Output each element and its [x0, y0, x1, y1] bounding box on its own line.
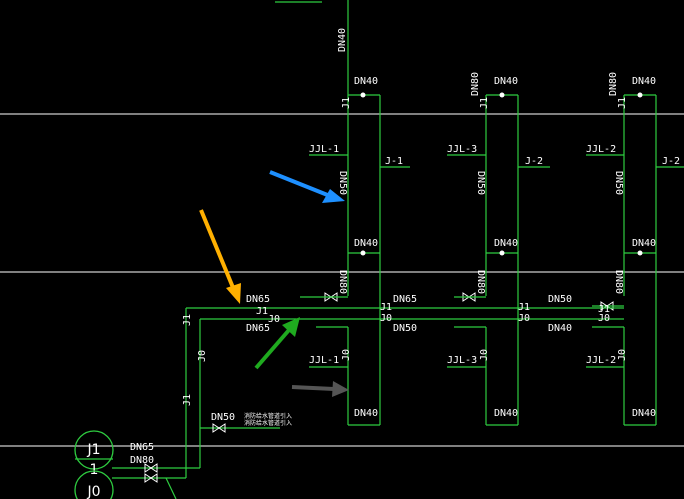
dn80-b2-vertical-label: DN80 [475, 270, 486, 294]
j1-b-vertical-label: J1 [479, 97, 490, 109]
feed-valve-upper-icon-b [150, 463, 158, 473]
jjl2-low-label: JJL-2 [586, 355, 616, 366]
riser-column-c: DN80 DN40 J1 JJL-2 J-2 DN50 DN40 DN80 J0… [586, 72, 684, 426]
horizontal-mains: DN65 J1 J0 DN65 J1 J0 DN65 DN50 J1 J0 DN… [186, 294, 625, 340]
gray-arrow-shaft [291, 385, 335, 391]
j0-main-label: J0 [268, 314, 280, 325]
feed-valve-lower-icon [144, 473, 152, 483]
j1-c-vertical-label: J1 [617, 97, 628, 109]
bubble-j1 [74, 430, 114, 470]
riser-column-b: DN80 DN40 J1 JJL-3 J-2 DN50 DN40 DN80 J0… [447, 72, 550, 426]
riser-a-mid-valve-icon [360, 250, 366, 256]
feed-valve-upper-icon [144, 463, 152, 473]
dn40-right-label: DN40 [548, 323, 572, 334]
top-stub: DN40 [275, 0, 349, 95]
bubble-j0 [74, 470, 114, 499]
valve-bottom-icon [212, 423, 220, 433]
green-arrow-head [282, 317, 300, 337]
dn50-c-vertical-label: DN50 [613, 171, 624, 195]
dn40-c-label: DN40 [632, 76, 656, 87]
jjl1-low-label: JJL-1 [309, 355, 339, 366]
riser-b-mid-valve-icon [499, 250, 505, 256]
j1-left-vertical-label-2: J1 [182, 394, 193, 406]
j0-b-vertical-label: J0 [479, 349, 490, 361]
bubble-j1-label: J1 [86, 442, 100, 458]
orange-arrow-shaft [199, 209, 236, 291]
note-line-1: 消防给水管道引入 [244, 412, 292, 420]
j1-right-label: J1 [518, 302, 530, 313]
riser-b-top-valve-icon [499, 92, 505, 98]
blue-arrow-head [322, 189, 345, 203]
dn50-a-vertical-label: DN50 [337, 171, 348, 195]
jjl3-low-label: JJL-3 [447, 355, 477, 366]
dn80-b-vertical-label: DN80 [470, 72, 481, 96]
riser-column-a: DN40 J1 JJL-1 J-1 DN50 DN40 DN80 J0 JJL-… [309, 76, 410, 426]
j0-far-label: J0 [598, 313, 610, 324]
dn80-bottom-label: DN80 [130, 455, 154, 466]
dn80-c2-vertical-label: DN80 [613, 270, 624, 294]
annotation-arrows [199, 170, 349, 397]
riser-a-top-valve-icon [360, 92, 366, 98]
bubble-j0-label: J0 [86, 484, 100, 499]
dn40-low-b-label: DN40 [494, 408, 518, 419]
left-feeders: J1 J0 J1 DN50 消防给水管道引入 消防给水管道引入 DN65 DN8… [112, 308, 292, 499]
dn50-bottom-label: DN50 [211, 412, 235, 423]
feed-valve-lower-icon-b [150, 473, 158, 483]
j0-right-label: J0 [518, 313, 530, 324]
j0-mid-label: J0 [380, 313, 392, 324]
dn65-lower-label: DN65 [246, 323, 270, 334]
dn40-a-label: DN40 [354, 76, 378, 87]
bubble-number-label: 1 [90, 462, 99, 478]
blue-arrow-shaft [269, 170, 331, 198]
j1-mid-label: J1 [380, 302, 392, 313]
j0-left-vertical-label: J0 [197, 350, 208, 362]
feed-diagonal-line [165, 477, 177, 499]
dn50-right-label: DN50 [548, 294, 572, 305]
dn80-a-vertical-label: DN80 [337, 270, 348, 294]
j-2a-label: J-2 [525, 156, 543, 167]
j-2b-label: J-2 [662, 156, 680, 167]
gray-arrow-head [332, 381, 349, 397]
riser-c-mid-valve-icon [637, 250, 643, 256]
orange-arrow [199, 209, 241, 304]
dn40-b-label: DN40 [494, 76, 518, 87]
j1-far-label: J1 [598, 304, 610, 315]
dn50-mid-label: DN50 [393, 323, 417, 334]
j1-a-vertical-label: J1 [341, 97, 352, 109]
j1-left-vertical-label: J1 [182, 314, 193, 326]
dn80-c-vertical-label: DN80 [608, 72, 619, 96]
dn65-bottom-label: DN65 [130, 442, 154, 453]
j1-main-label: J1 [256, 306, 268, 317]
dn40-low-a-label: DN40 [354, 408, 378, 419]
note-line-2: 消防给水管道引入 [244, 419, 292, 427]
orange-arrow-head [226, 283, 241, 304]
jjl1-label: JJL-1 [309, 144, 339, 155]
guide-lines [0, 113, 684, 447]
j-1-label: J-1 [385, 156, 403, 167]
dn50-b-vertical-label: DN50 [475, 171, 486, 195]
dn65-mid-label: DN65 [393, 294, 417, 305]
jjl2-label: JJL-2 [586, 144, 616, 155]
dn40-mid-b-label: DN40 [494, 238, 518, 249]
dn40-low-c-label: DN40 [632, 408, 656, 419]
valve-bottom-icon-b [218, 423, 226, 433]
gray-arrow [291, 381, 349, 397]
blue-arrow [269, 170, 345, 203]
pipe-bubbles: J1 1 J0 [74, 430, 114, 499]
dn40-mid-c-label: DN40 [632, 238, 656, 249]
dn40-mid-a-label: DN40 [354, 238, 378, 249]
dn65-upper-label: DN65 [246, 294, 270, 305]
riser-c-top-valve-icon [637, 92, 643, 98]
dn40-top-label: DN40 [337, 28, 348, 52]
jjl3-label: JJL-3 [447, 144, 477, 155]
green-arrow [254, 317, 300, 370]
j0-c-vertical-label: J0 [617, 349, 628, 361]
j0-a-vertical-label: J0 [341, 349, 352, 361]
green-arrow-shaft [254, 328, 291, 370]
